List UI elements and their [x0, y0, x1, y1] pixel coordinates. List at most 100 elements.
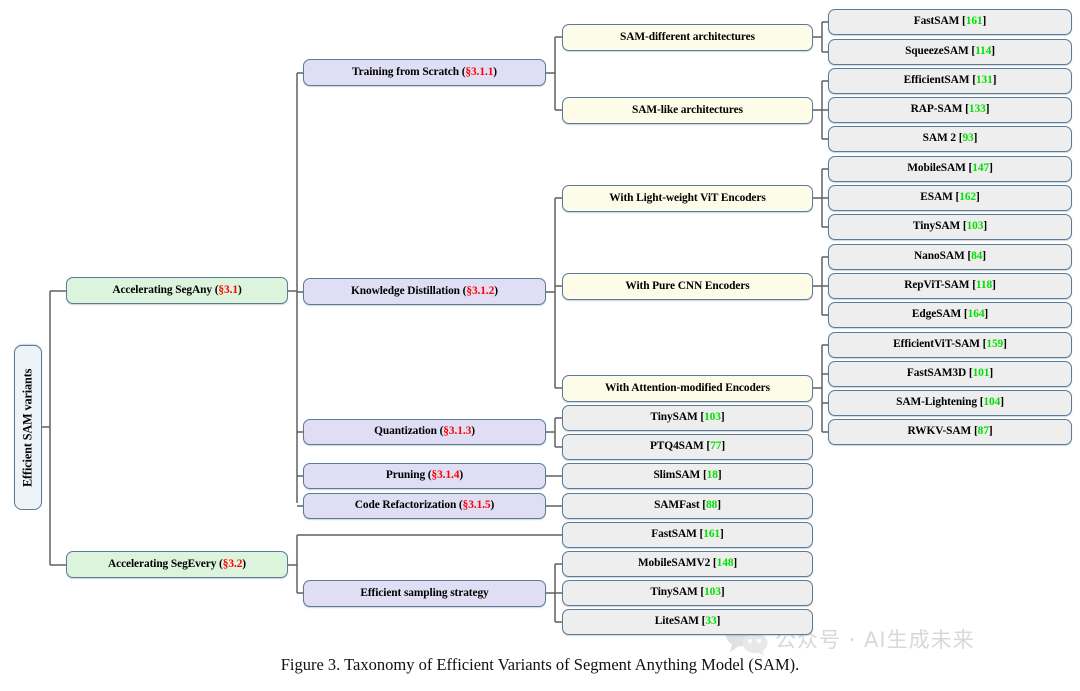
node-label: Efficient sampling strategy	[360, 586, 489, 599]
leaf-efficientvit-sam[interactable]: EfficientViT-SAM [159]	[828, 332, 1072, 358]
node-label: Knowledge Distillation	[351, 284, 460, 297]
section-ref: (§3.2)	[216, 557, 246, 570]
leaf-mobilesam[interactable]: MobileSAM [147]	[828, 156, 1072, 182]
leaf-nanosam[interactable]: NanoSAM [84]	[828, 244, 1072, 270]
leaf-tinysam-quant[interactable]: TinySAM [103]	[562, 405, 813, 431]
citation: [77]	[703, 440, 726, 453]
node-training-from-scratch[interactable]: Training from Scratch (§3.1.1)	[303, 59, 546, 86]
leaf-label: MobileSAM	[907, 162, 966, 175]
leaf-ptq4sam[interactable]: PTQ4SAM [77]	[562, 434, 813, 460]
leaf-sam-lightening[interactable]: SAM-Lightening [104]	[828, 390, 1072, 416]
leaf-label: EdgeSAM	[911, 308, 962, 321]
leaf-rap-sam[interactable]: RAP-SAM [133]	[828, 97, 1072, 123]
leaf-fastsam-segevery[interactable]: FastSAM [161]	[562, 522, 813, 548]
leaf-label: TinySAM	[650, 411, 698, 424]
leaf-litesam[interactable]: LiteSAM [33]	[562, 609, 813, 635]
leaf-label: RepViT-SAM	[904, 279, 970, 292]
node-light-weight-vit-encoders[interactable]: With Light-weight ViT Encoders	[562, 185, 813, 212]
leaf-label: TinySAM	[650, 586, 698, 599]
root-node-efficient-sam-variants[interactable]: Efficient SAM variants	[14, 345, 42, 510]
node-label: With Pure CNN Encoders	[625, 279, 750, 292]
citation: [101]	[966, 367, 994, 380]
leaf-squeezesam[interactable]: SqueezeSAM [114]	[828, 39, 1072, 65]
citation: [93]	[956, 132, 978, 145]
leaf-samfast[interactable]: SAMFast [88]	[562, 493, 813, 519]
citation: [87]	[971, 425, 993, 438]
leaf-label: FastSAM	[651, 528, 697, 541]
node-label: With Light-weight ViT Encoders	[609, 191, 766, 204]
citation: [148]	[710, 557, 738, 570]
node-code-refactorization[interactable]: Code Refactorization (§3.1.5)	[303, 493, 546, 519]
leaf-tinysam-sampling[interactable]: TinySAM [103]	[562, 580, 813, 606]
citation: [103]	[697, 411, 725, 424]
citation: [164]	[961, 308, 989, 321]
section-ref: (§3.1.3)	[436, 425, 475, 438]
node-sam-different-architectures[interactable]: SAM-different architectures	[562, 24, 813, 51]
citation: [84]	[964, 250, 986, 263]
section-ref: (§3.1.5)	[456, 499, 495, 512]
leaf-label: SAMFast	[654, 499, 700, 512]
leaf-label: SAM 2	[922, 132, 956, 145]
citation: [88]	[699, 499, 721, 512]
leaf-tinysam-distill[interactable]: TinySAM [103]	[828, 214, 1072, 240]
citation: [147]	[965, 162, 993, 175]
citation: [104]	[976, 396, 1004, 409]
node-label: Code Refactorization	[354, 499, 457, 512]
node-label: Quantization	[374, 425, 437, 438]
leaf-label: FastSAM3D	[906, 367, 967, 380]
node-label: Accelerating SegAny	[112, 283, 212, 296]
node-label: With Attention-modified Encoders	[605, 381, 770, 394]
citation: [118]	[969, 279, 996, 292]
node-knowledge-distillation[interactable]: Knowledge Distillation (§3.1.2)	[303, 278, 546, 305]
citation: [131]	[969, 74, 997, 87]
node-attention-modified-encoders[interactable]: With Attention-modified Encoders	[562, 375, 813, 402]
leaf-label: SqueezeSAM	[905, 45, 969, 58]
leaf-label: RWKV-SAM	[907, 425, 972, 438]
leaf-rwkv-sam[interactable]: RWKV-SAM [87]	[828, 419, 1072, 445]
node-accelerating-segevery[interactable]: Accelerating SegEvery (§3.2)	[66, 551, 288, 578]
node-label: Training from Scratch	[352, 65, 459, 78]
leaf-fastsam[interactable]: FastSAM [161]	[828, 9, 1072, 35]
citation: [133]	[962, 103, 990, 116]
citation: [114]	[968, 45, 995, 58]
leaf-label: MobileSAMV2	[637, 557, 711, 570]
leaf-label: NanoSAM	[914, 250, 965, 263]
leaf-sam-2[interactable]: SAM 2 [93]	[828, 126, 1072, 152]
leaf-esam[interactable]: ESAM [162]	[828, 185, 1072, 211]
figure-caption: Figure 3. Taxonomy of Efficient Variants…	[280, 655, 800, 674]
node-sam-like-architectures[interactable]: SAM-like architectures	[562, 97, 813, 124]
node-pruning[interactable]: Pruning (§3.1.4)	[303, 463, 546, 489]
node-efficient-sampling-strategy[interactable]: Efficient sampling strategy	[303, 580, 546, 607]
leaf-label: EfficientViT-SAM	[893, 338, 980, 351]
node-label: Accelerating SegEvery	[108, 557, 217, 570]
citation: [161]	[959, 15, 987, 28]
node-pure-cnn-encoders[interactable]: With Pure CNN Encoders	[562, 273, 813, 300]
leaf-label: LiteSAM	[654, 615, 699, 628]
leaf-label: TinySAM	[912, 220, 961, 233]
leaf-label: FastSAM	[913, 15, 960, 28]
node-label: SAM-like architectures	[632, 103, 743, 116]
section-ref: (§3.1)	[211, 283, 242, 296]
citation: [103]	[697, 586, 725, 599]
node-label: SAM-different architectures	[620, 30, 755, 43]
node-accelerating-segany[interactable]: Accelerating SegAny (§3.1)	[66, 277, 288, 304]
section-ref: (§3.1.4)	[425, 469, 464, 482]
leaf-label: ESAM	[920, 191, 953, 204]
root-node-label: Efficient SAM variants	[20, 368, 35, 487]
citation: [161]	[696, 528, 724, 541]
leaf-slimsam[interactable]: SlimSAM [18]	[562, 463, 813, 489]
leaf-label: PTQ4SAM	[649, 440, 704, 453]
leaf-repvit-sam[interactable]: RepViT-SAM [118]	[828, 273, 1072, 299]
leaf-label: SAM-Lightening	[896, 396, 977, 409]
node-label: Pruning	[385, 469, 426, 482]
citation: [18]	[700, 469, 722, 482]
leaf-fastsam3d[interactable]: FastSAM3D [101]	[828, 361, 1072, 387]
leaf-label: SlimSAM	[653, 469, 701, 482]
leaf-mobilesamv2[interactable]: MobileSAMV2 [148]	[562, 551, 813, 577]
leaf-efficientsam[interactable]: EfficientSAM [131]	[828, 68, 1072, 94]
citation: [162]	[952, 191, 980, 204]
node-quantization[interactable]: Quantization (§3.1.3)	[303, 419, 546, 445]
leaf-edgesam[interactable]: EdgeSAM [164]	[828, 302, 1072, 328]
citation: [33]	[698, 615, 721, 628]
